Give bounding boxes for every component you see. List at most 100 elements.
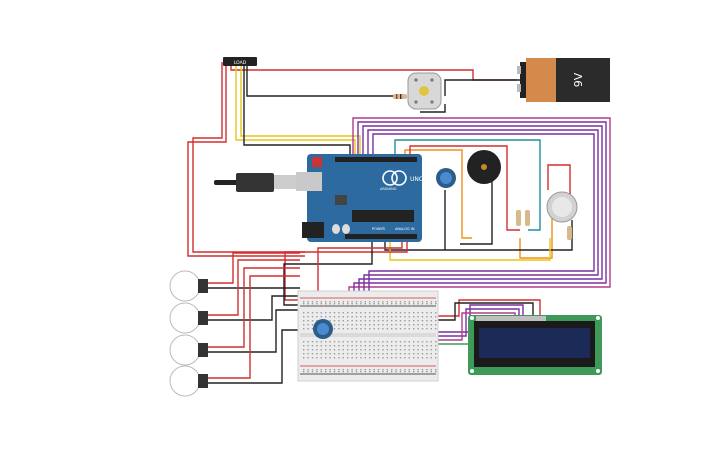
dc-motor[interactable] (407, 72, 442, 110)
breadboard-hole (435, 357, 437, 359)
breadboard-hole (338, 316, 340, 318)
resistor-gas-2[interactable] (525, 210, 530, 226)
breadboard-hole (386, 349, 388, 351)
light-bulb-1[interactable] (169, 270, 208, 302)
breadboard-hole (382, 316, 384, 318)
breadboard-hole (307, 349, 309, 351)
battery-label: 9V (572, 72, 585, 87)
wire-yellow-relay[interactable] (240, 62, 361, 158)
light-bulb-3[interactable] (169, 334, 208, 366)
wire-black-relay-battery[interactable] (246, 62, 520, 97)
light-bulb-2[interactable] (169, 302, 208, 334)
wire-orange-gas[interactable] (519, 205, 553, 259)
resistor-motor[interactable] (393, 94, 407, 99)
breadboard-hole (369, 357, 371, 359)
breadboard-hole (329, 341, 331, 343)
wire-bulb3-black[interactable] (208, 309, 300, 353)
breadboard-hole (351, 341, 353, 343)
breadboard-hole (430, 328, 432, 330)
breadboard-hole (391, 345, 393, 347)
breadboard-hole (417, 371, 419, 373)
breadboard-hole (307, 320, 309, 322)
wire-black-lcd[interactable] (436, 302, 534, 321)
wire-bulb2-red[interactable] (208, 259, 300, 316)
relay-module[interactable]: LOAD (223, 57, 257, 66)
wire-bulb4-red[interactable] (208, 275, 300, 379)
breadboard-hole (307, 303, 309, 305)
breadboard-hole (329, 312, 331, 314)
breadboard-hole (404, 369, 406, 371)
wire-purple-5[interactable] (368, 133, 595, 333)
lcd-display[interactable] (468, 315, 602, 375)
wire-purple-lcd-3[interactable] (436, 312, 516, 341)
wire-yellow-bottom[interactable] (389, 238, 551, 261)
breadboard-hole (325, 301, 327, 303)
wire-orange-pot[interactable] (404, 149, 472, 239)
breadboard-hole (377, 357, 380, 359)
breadboard-hole (355, 320, 358, 322)
breadboard-hole (435, 353, 437, 355)
breadboard-hole (426, 312, 428, 314)
wire-black-motor[interactable] (420, 104, 446, 113)
wire-bulb2-black[interactable] (208, 295, 300, 321)
piezo-buzzer[interactable] (467, 150, 501, 184)
wire-red-buzzer[interactable] (409, 145, 520, 231)
wire-bulb3-red[interactable] (208, 267, 300, 348)
breadboard-hole (430, 324, 432, 326)
wire-black-arduino-bb[interactable] (283, 242, 373, 306)
wire-red-relay-left-2[interactable] (192, 62, 305, 253)
wire-red-relay-left[interactable] (187, 62, 305, 257)
arduino-uno[interactable]: UNO ARDUINO POWER ANALOG IN (296, 154, 424, 242)
battery-9v[interactable]: 9V (517, 58, 610, 102)
wire-bulb1-red[interactable] (208, 252, 300, 284)
breadboard-hole (377, 320, 380, 322)
wire-purple-4[interactable] (363, 129, 599, 333)
wire-bulb4-black[interactable] (208, 329, 300, 384)
breadboard-hole (413, 371, 415, 373)
breadboard-hole (386, 320, 388, 322)
breadboard-hole (430, 349, 432, 351)
breadboard-hole (338, 357, 340, 359)
breadboard-hole (338, 312, 340, 314)
arduino-brand: ARDUINO (380, 187, 397, 191)
wire-red-lcd[interactable] (436, 299, 541, 318)
arduino-analog-label: ANALOG IN (395, 227, 415, 231)
breadboard-hole (333, 349, 336, 351)
wire-purple-lcd-2[interactable] (436, 308, 520, 337)
breadboard-hole (391, 301, 393, 303)
breadboard-hole (395, 303, 397, 305)
breadboard-hole (408, 320, 410, 322)
wire-purple-3[interactable] (358, 125, 603, 333)
breadboard-hole (320, 316, 322, 318)
breadboard-hole (333, 320, 336, 322)
wire-red-arduino-bb[interactable] (284, 242, 408, 301)
breadboard-hole (391, 312, 393, 314)
light-bulb-4[interactable] (169, 365, 208, 397)
potentiometer-1[interactable] (436, 168, 456, 188)
breadboard-hole (408, 316, 410, 318)
breadboard-hole (386, 341, 388, 343)
potentiometer-2[interactable] (313, 319, 333, 339)
wire-red-gas[interactable] (547, 164, 571, 200)
wire-red-arduino-bb-2[interactable] (317, 242, 403, 298)
breadboard-hole (369, 349, 371, 351)
breadboard-hole (404, 312, 406, 314)
breadboard-hole (307, 345, 309, 347)
wire-black-relay-2[interactable] (243, 62, 351, 158)
wire-black-buzzer[interactable] (460, 180, 493, 245)
breadboard-hole (311, 320, 314, 322)
breadboard-hole (408, 369, 410, 371)
breadboard[interactable] (297, 290, 439, 382)
resistor-gas-1[interactable] (516, 210, 521, 226)
breadboard-hole (360, 349, 362, 351)
gas-sensor[interactable] (546, 191, 578, 223)
breadboard-hole (386, 328, 388, 330)
breadboard-hole (435, 312, 437, 314)
wire-purple-lcd-1[interactable] (436, 304, 524, 333)
wire-red-relay-top[interactable] (230, 62, 517, 81)
wire-yellow-relay-2[interactable] (235, 62, 356, 158)
wire-teal-gas[interactable] (394, 139, 541, 231)
resistor-gas-3[interactable] (567, 226, 572, 240)
breadboard-hole (347, 369, 349, 371)
